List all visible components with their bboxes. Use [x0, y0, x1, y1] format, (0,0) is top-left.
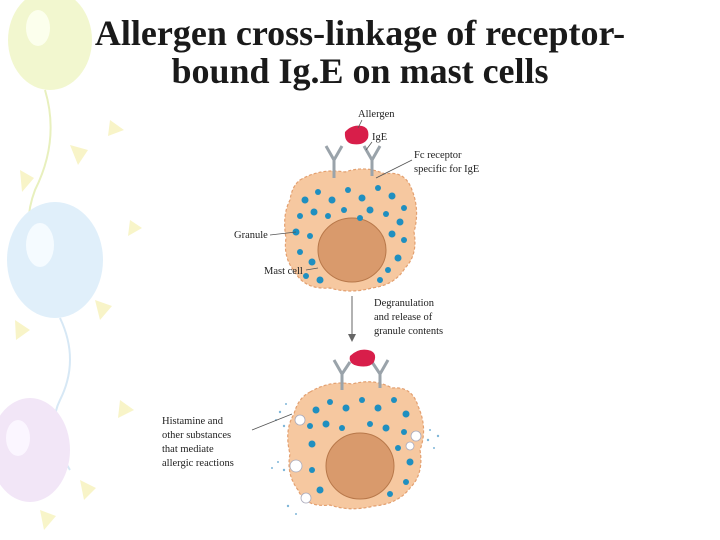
label-degranulation-line-1: Degranulation — [374, 298, 435, 309]
released-vesicles — [289, 414, 422, 504]
label-allergen: Allergen — [358, 109, 395, 120]
slide-title: Allergen cross-linkage of receptor- boun… — [0, 14, 720, 90]
label-mast-cell: Mast cell — [264, 266, 303, 277]
ige-antibodies — [324, 145, 382, 178]
granules — [292, 185, 407, 284]
label-histamine-line-1: Histamine and — [162, 416, 224, 427]
nucleus — [325, 432, 395, 500]
label-fc-receptor-line-2: specific for IgE — [414, 164, 479, 175]
balloon-decoration — [0, 0, 142, 530]
label-histamine-line-4: allergic reactions — [162, 458, 234, 469]
label-degranulation-line-3: granule contents — [374, 326, 443, 337]
allergen-shape — [344, 125, 369, 145]
label-degranulation-line-2: and release of — [374, 312, 433, 323]
label-histamine-line-3: that mediate — [162, 444, 214, 455]
mast-cell-degranulating — [271, 349, 440, 515]
label-fc-receptor-line-1: Fc receptor — [414, 150, 462, 161]
allergen-shape — [349, 349, 376, 367]
label-granule: Granule — [234, 230, 268, 241]
slide-title-line-2: bound Ig.E on mast cells — [171, 51, 549, 91]
mast-cell-resting — [284, 125, 418, 292]
label-ige: IgE — [372, 132, 387, 143]
label-histamine-line-2: other substances — [162, 430, 231, 441]
granules — [307, 397, 414, 497]
ige-antibodies-crosslinked — [332, 359, 390, 390]
released-mediator-dots — [271, 403, 440, 515]
mast-cell-diagram: Allergen IgE Fc receptor specific for Ig… — [162, 109, 479, 515]
nucleus — [317, 217, 387, 283]
slide-title-line-1: Allergen cross-linkage of receptor- — [94, 13, 626, 53]
